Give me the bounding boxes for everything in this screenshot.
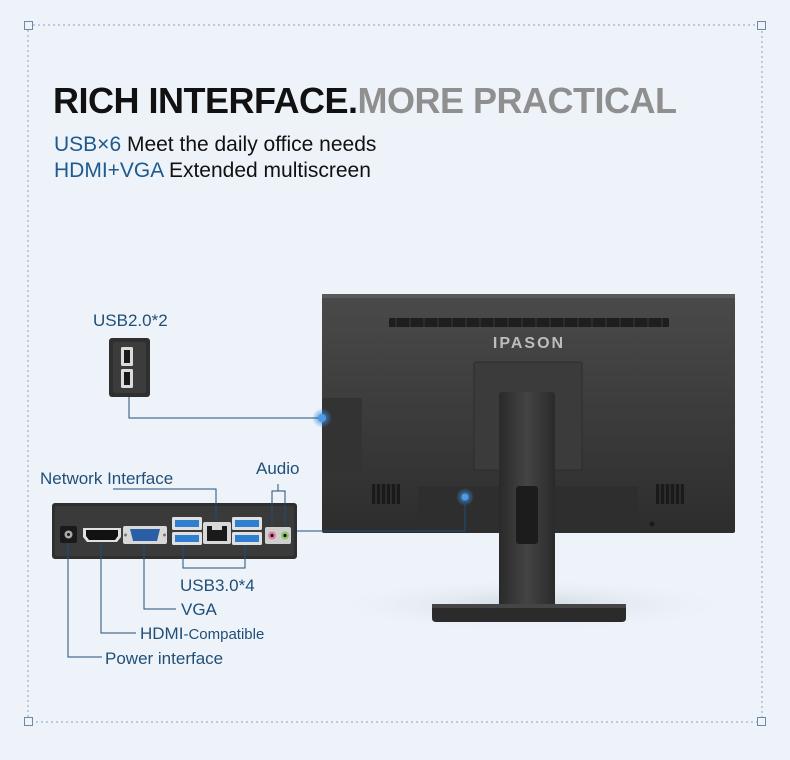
headline-part-1: RICH INTERFACE.: [53, 80, 358, 121]
network-interface-label: Network Interface: [40, 469, 174, 488]
feature-hdmi-highlight: HDMI+VGA: [54, 159, 164, 182]
usb3-ports-left: [172, 517, 202, 545]
frame-corner-bottom-right: [757, 717, 766, 726]
brand-logo: IPASON: [493, 335, 565, 352]
network-leader-line: [113, 488, 217, 520]
monitor-stand: [432, 392, 626, 622]
usb3-ports-right: [232, 517, 262, 545]
feature-hdmi-vga: HDMI+VGA Extended multiscreen: [54, 159, 371, 183]
vga-leader-line: [143, 544, 176, 610]
frame-corner-bottom-left: [24, 717, 33, 726]
io-panel: [52, 503, 297, 559]
hdmi-label-main: HDMI: [140, 624, 184, 643]
usb2-label: USB2.0*2: [93, 311, 168, 330]
feature-usb-text: Meet the daily office needs: [121, 133, 377, 156]
feature-usb-highlight: USB×6: [54, 133, 122, 156]
power-interface-label: Power interface: [105, 649, 224, 668]
usb3-label: USB3.0*4: [180, 576, 255, 595]
feature-usb: USB×6 Meet the daily office needs: [54, 133, 376, 157]
frame-corner-top-left: [24, 21, 33, 30]
vga-label: VGA: [181, 600, 217, 619]
headline: RICH INTERFACE.MORE PRACTICAL: [53, 80, 677, 122]
usb2-leader-line: [128, 397, 318, 419]
frame-corner-top-right: [757, 21, 766, 30]
usb3-leader-line: [182, 545, 246, 569]
hdmi-label: HDMI-Compatible: [140, 624, 264, 644]
power-leader-line: [67, 543, 102, 658]
hdmi-leader-line: [100, 542, 136, 634]
usb2-ports-inset: [109, 338, 150, 397]
audio-jacks: [265, 527, 291, 544]
hdmi-label-suffix: -Compatible: [183, 626, 265, 643]
network-port: [203, 522, 231, 544]
audio-label: Audio: [256, 459, 300, 478]
headline-part-2: MORE PRACTICAL: [357, 80, 678, 121]
feature-hdmi-text: Extended multiscreen: [163, 159, 371, 182]
